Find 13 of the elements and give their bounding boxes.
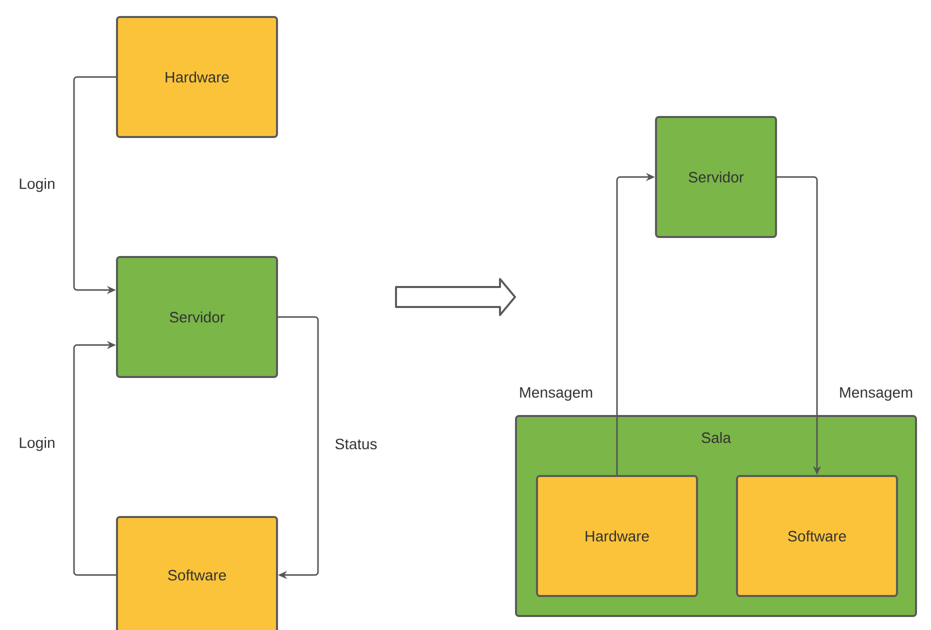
edge-label: Mensagem xyxy=(518,386,594,402)
process-box: Servidor xyxy=(655,116,777,238)
process-box: Software xyxy=(116,516,278,630)
process-box: Hardware xyxy=(116,16,278,138)
process-box: Hardware xyxy=(536,475,698,597)
process-box: Servidor xyxy=(116,256,278,378)
edge-label: Mensagem xyxy=(838,386,914,402)
process-box: Software xyxy=(736,475,898,597)
arrow xyxy=(278,316,319,580)
edge-label: Status xyxy=(334,438,378,450)
edge-label: Login xyxy=(18,177,56,193)
edge-label: Login xyxy=(18,436,56,452)
arrow xyxy=(73,340,116,576)
